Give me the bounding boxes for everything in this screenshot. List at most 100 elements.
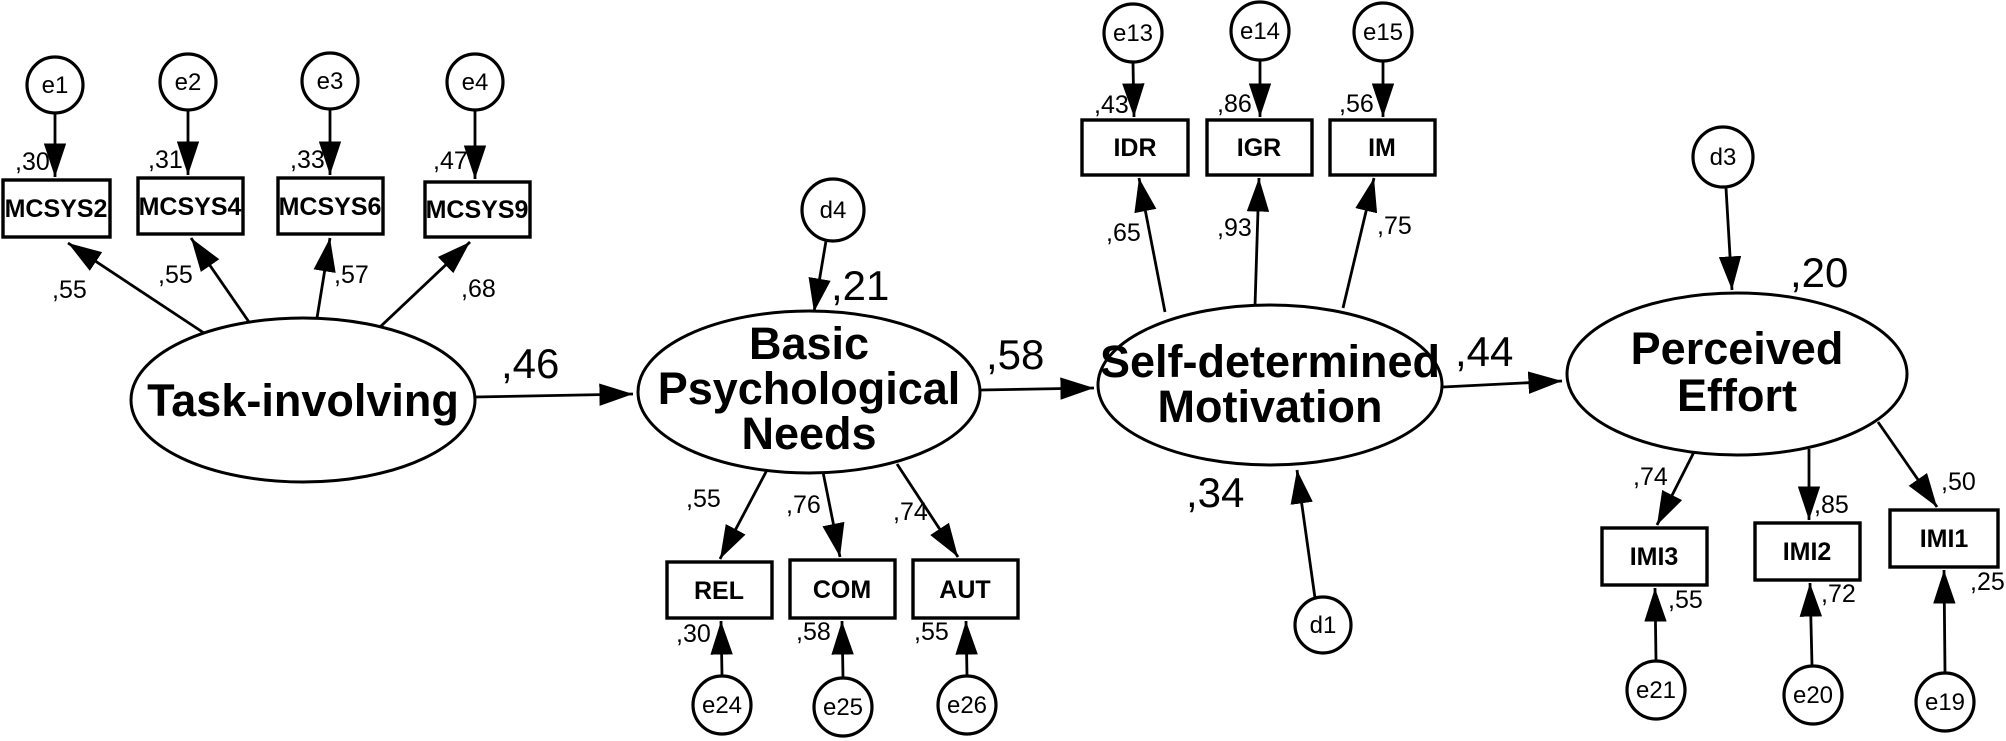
indicator-im-box: [1328, 118, 1437, 177]
loading-arrow-mcsys2: [67, 241, 205, 335]
latent-bpn-label-line2: Psychological: [658, 363, 961, 414]
r2-label-mcsys6: ,33: [290, 146, 325, 174]
error-e15-circle: [1352, 1, 1414, 63]
error-e2-label: e2: [175, 69, 202, 96]
latent-task-involving-ellipse: [129, 316, 477, 484]
loading-arrow-igr: [1246, 177, 1270, 307]
indicator-igr-label: IGR: [1237, 134, 1281, 162]
disturbance-d3-label: d3: [1710, 144, 1737, 171]
error-e1-label: e1: [42, 72, 69, 99]
path-arrow-task-to-bpn: [474, 383, 634, 406]
path-arrow-sdm-to-pe: [1442, 371, 1563, 394]
indicator-mcsys2-label: MCSYS2: [5, 195, 108, 223]
loading-label-idr: ,65: [1106, 219, 1141, 247]
loading-label-mcsys9: ,68: [461, 275, 496, 303]
indicator-mcsys6-label: MCSYS6: [279, 193, 382, 221]
latent-pe-label-line2: Effort: [1677, 370, 1797, 421]
loading-arrow-mcsys4: [189, 237, 251, 323]
latent-sdm-label-line1: Self-determined: [1100, 336, 1440, 387]
indicator-idr-label: IDR: [1113, 134, 1156, 162]
path-coefficient-task-to-bpn: ,46: [501, 340, 559, 387]
r2-label-com: ,58: [796, 618, 831, 646]
indicator-mcsys9-label: MCSYS9: [426, 196, 529, 224]
loading-label-imi1: ,50: [1941, 468, 1976, 496]
r2-label-idr: ,43: [1094, 91, 1129, 119]
latent-pe-label-line1: Perceived: [1631, 323, 1844, 374]
r2-label-mcsys9: ,47: [433, 147, 468, 175]
disturbance-d3-circle: [1691, 125, 1755, 189]
indicator-mcsys6-box: [276, 176, 385, 236]
loading-label-mcsys6: ,57: [334, 261, 369, 289]
latent-perceived-effort-ellipse: [1565, 291, 1909, 457]
error-e15-label: e15: [1363, 19, 1403, 46]
indicator-mcsys4-label: MCSYS4: [139, 193, 242, 221]
r2-label-imi2: ,72: [1821, 580, 1856, 608]
indicator-imi3-label: IMI3: [1630, 543, 1679, 571]
indicator-imi2-label: IMI2: [1783, 538, 1832, 566]
disturbance-d4-circle: [800, 177, 866, 243]
loading-arrow-aut: [895, 463, 960, 558]
disturbance-d4-label: d4: [820, 197, 847, 224]
error-e19-circle: [1914, 671, 1976, 733]
indicator-mcsys2-box: [1, 178, 112, 239]
loading-label-aut: ,74: [893, 498, 928, 526]
error-e25-circle: [812, 676, 874, 738]
loading-arrow-mcsys6: [313, 237, 336, 319]
error-e20-label: e20: [1793, 682, 1833, 709]
latent-bpn-label-line1: Basic: [749, 318, 869, 369]
disturbance-d4-arrow: [808, 240, 831, 313]
error-e20-arrow: [1799, 582, 1823, 666]
error-e26-label: e26: [947, 692, 987, 719]
r2-label-mcsys4: ,31: [148, 146, 183, 174]
indicator-com-box: [788, 558, 897, 620]
error-e13-arrow: [1122, 62, 1145, 118]
error-e4-label: e4: [462, 69, 489, 96]
loading-label-rel: ,55: [686, 485, 721, 513]
indicator-idr-box: [1080, 118, 1190, 177]
loading-label-mcsys4: ,55: [158, 261, 193, 289]
indicator-igr-box: [1205, 118, 1314, 177]
error-e21-label: e21: [1636, 677, 1676, 704]
r2-label-igr: ,86: [1217, 90, 1252, 118]
error-e26-arrow: [955, 620, 978, 676]
path-coefficient-bpn-to-sdm: ,58: [986, 331, 1044, 378]
indicator-aut-label: AUT: [939, 576, 990, 604]
loading-label-imi3: ,74: [1633, 463, 1668, 491]
r2-label-im: ,56: [1339, 90, 1374, 118]
error-e21-arrow: [1644, 587, 1667, 661]
error-e14-circle: [1229, 0, 1291, 62]
error-e13-circle: [1102, 2, 1164, 64]
latent-bpn-label-line3: Needs: [741, 408, 876, 459]
path-arrow-bpn-to-sdm: [980, 377, 1095, 400]
indicator-rel-label: REL: [694, 577, 744, 605]
error-e25-label: e25: [823, 694, 863, 721]
error-e20-circle: [1782, 664, 1844, 726]
error-e21-circle: [1625, 659, 1687, 721]
r2-label-imi3: ,55: [1668, 586, 1703, 614]
loading-label-com: ,76: [786, 491, 821, 519]
indicator-imi2-box: [1753, 521, 1862, 582]
r2-label-mcsys2: ,30: [15, 148, 50, 176]
indicator-aut-box: [911, 558, 1020, 620]
r2-label-imi1: ,25: [1970, 568, 2005, 596]
error-e25-arrow: [831, 620, 854, 678]
r2-label-aut: ,55: [914, 618, 949, 646]
loading-label-igr: ,93: [1217, 214, 1252, 242]
latent-task-involving-label: Task-involving: [147, 375, 459, 426]
indicator-com-label: COM: [813, 576, 871, 604]
latent-self-determined-motivation-ellipse: [1096, 303, 1444, 467]
indicator-im-label: IM: [1368, 134, 1396, 162]
r2-label-rel: ,30: [676, 620, 711, 648]
latent-bpn-r2-label: ,21: [831, 262, 889, 309]
disturbance-d3-arrow: [1718, 187, 1742, 291]
error-e26-circle: [936, 674, 998, 736]
loading-label-mcsys2: ,55: [52, 276, 87, 304]
latent-sdm-label-line2: Motivation: [1158, 381, 1383, 432]
loading-label-imi2: ,85: [1814, 491, 1849, 519]
indicator-imi3-box: [1600, 526, 1709, 587]
loading-arrow-mcsys9: [379, 240, 471, 329]
latent-sdm-r2-label: ,34: [1186, 469, 1244, 516]
error-e19-arrow: [1933, 569, 1956, 673]
indicator-mcsys4-box: [136, 176, 245, 236]
